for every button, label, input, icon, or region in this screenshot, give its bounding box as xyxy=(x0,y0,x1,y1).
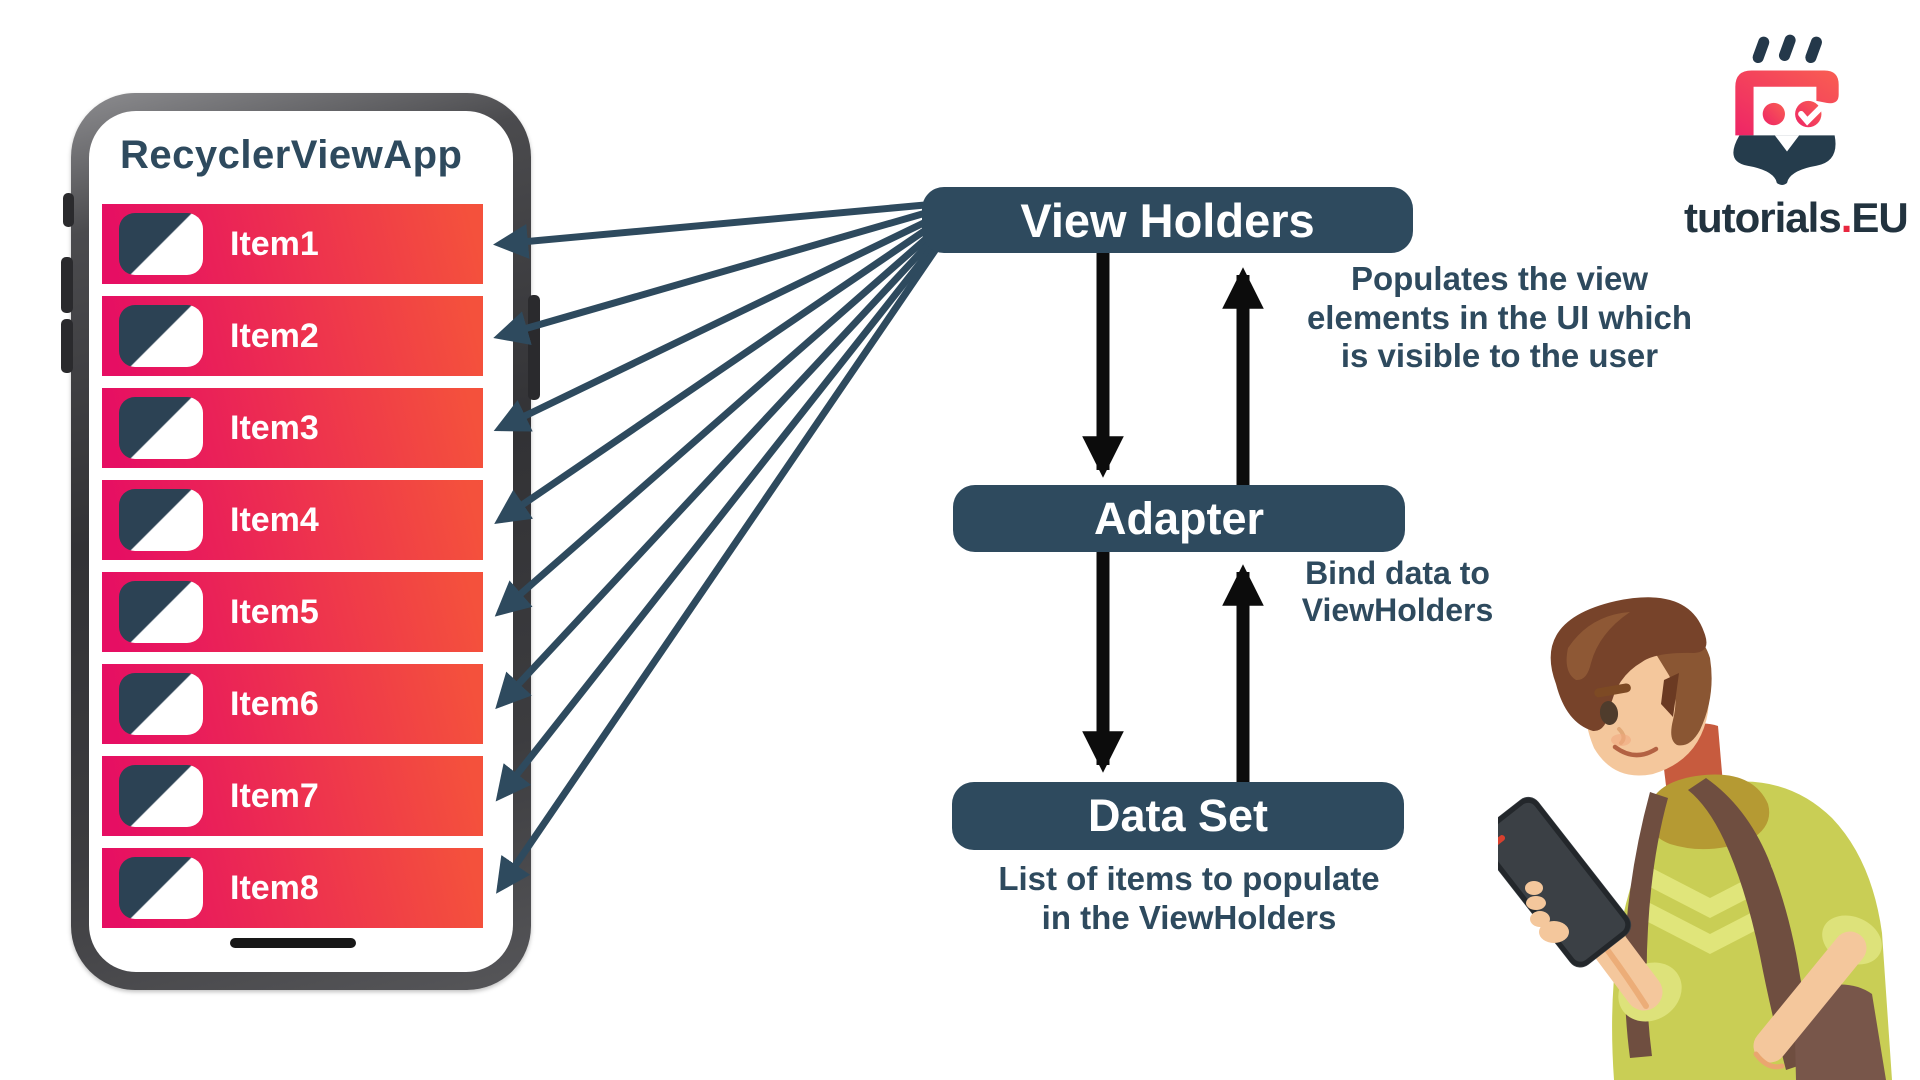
item-label: Item1 xyxy=(230,224,319,263)
arrow-to-item5 xyxy=(494,227,939,617)
eye xyxy=(1599,701,1619,725)
item-thumbnail-icon xyxy=(119,397,203,459)
tutorials-eu-logo: tutorials.EU xyxy=(1684,34,1909,242)
logo-left-eye xyxy=(1762,102,1785,126)
logo-dashes xyxy=(1752,34,1822,64)
phone-volume-up-button[interactable] xyxy=(61,257,73,313)
annotation-line: is visible to the user xyxy=(1340,337,1659,375)
list-item[interactable]: Item4 xyxy=(102,480,483,560)
home-indicator-bar[interactable] xyxy=(230,938,356,948)
arrow-to-item7 xyxy=(495,240,939,802)
annotation-line: List of items to populate xyxy=(998,860,1380,897)
logo-dot: . xyxy=(1840,194,1853,241)
phone-volume-down-button[interactable] xyxy=(61,319,73,373)
logo-wordmark: tutorials.EU xyxy=(1684,194,1909,242)
smile xyxy=(1612,744,1659,758)
app-title: RecyclerViewApp xyxy=(120,133,463,177)
adapter-label: Adapter xyxy=(1093,492,1265,544)
view-holders-annotation: Populates the view elements in the UI wh… xyxy=(1262,260,1737,376)
sideburn xyxy=(1661,673,1679,717)
arrow-to-item8 xyxy=(496,247,939,894)
data-set-annotation: List of items to populate in the ViewHol… xyxy=(948,860,1430,937)
annotation-line: Bind data to xyxy=(1305,555,1490,591)
logo-eye-check xyxy=(1798,104,1824,126)
arrow-to-item4 xyxy=(494,220,938,524)
annotation-line: Populates the view xyxy=(1350,260,1649,297)
item-label: Item7 xyxy=(230,776,319,815)
phone-power-button[interactable] xyxy=(528,295,540,400)
logo-right-eye xyxy=(1795,100,1822,128)
blush xyxy=(1611,734,1631,746)
phone-screen: RecyclerViewApp Item1 Item2 Item3 Item4 … xyxy=(89,111,513,972)
eyebrow xyxy=(1594,683,1631,698)
annotation-line: elements in the UI which xyxy=(1306,298,1693,336)
logo-suffix: EU xyxy=(1851,194,1908,241)
item-thumbnail-icon xyxy=(119,489,203,551)
list-item[interactable]: Item7 xyxy=(102,756,483,836)
data-set-box: Data Set xyxy=(952,782,1404,850)
logo-frame xyxy=(1735,70,1839,136)
logo-book xyxy=(1733,135,1836,185)
hand xyxy=(1539,921,1569,943)
list-item[interactable]: Item6 xyxy=(102,664,483,744)
item-label: Item8 xyxy=(230,868,319,907)
item-thumbnail-icon xyxy=(119,857,203,919)
logo-book-notch xyxy=(1774,135,1800,152)
arrow-to-item3 xyxy=(493,213,938,432)
item-thumbnail-icon xyxy=(119,305,203,367)
arrow-to-item1 xyxy=(493,200,937,259)
list-item[interactable]: Item8 xyxy=(102,848,483,928)
item-label: Item3 xyxy=(230,408,319,447)
item-thumbnail-icon xyxy=(119,765,203,827)
annotation-line: in the ViewHolders xyxy=(1041,898,1337,936)
view-holders-box: View Holders xyxy=(922,187,1413,253)
list-item[interactable]: Item2 xyxy=(102,296,483,376)
list-item[interactable]: Item5 xyxy=(102,572,483,652)
item-label: Item5 xyxy=(230,592,319,631)
item-thumbnail-icon xyxy=(119,581,203,643)
phone-silence-button[interactable] xyxy=(63,193,74,227)
item-label: Item2 xyxy=(230,316,319,355)
student-looking-at-phone-illustration xyxy=(1498,597,1892,1080)
logo-name: tutorials xyxy=(1684,194,1842,241)
arrow-to-item6 xyxy=(495,233,939,710)
list-item[interactable]: Item1 xyxy=(102,204,483,284)
arrow-to-item2 xyxy=(493,206,937,346)
view-holders-label: View Holders xyxy=(1020,193,1315,247)
phone-mockup: RecyclerViewApp Item1 Item2 Item3 Item4 … xyxy=(61,93,540,990)
adapter-box: Adapter xyxy=(953,485,1405,552)
annotation-line: ViewHolders xyxy=(1301,592,1494,629)
viewholder-fan-arrows xyxy=(493,200,939,894)
item-thumbnail-icon xyxy=(119,673,203,735)
tutorials-eu-mascot-icon xyxy=(1733,34,1839,185)
data-set-label: Data Set xyxy=(1087,790,1269,841)
item-label: Item4 xyxy=(230,500,319,539)
adapter-annotation: Bind data to ViewHolders xyxy=(1270,555,1525,630)
backpack-strap-side xyxy=(1688,778,1822,1070)
item-thumbnail-icon xyxy=(119,213,203,275)
list-item[interactable]: Item3 xyxy=(102,388,483,468)
item-label: Item6 xyxy=(230,684,319,723)
